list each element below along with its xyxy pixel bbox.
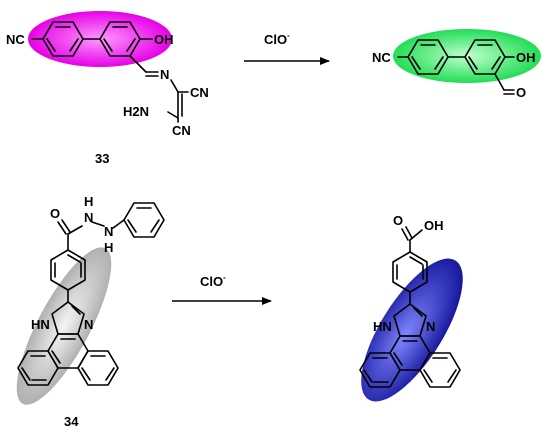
product-n-label: N <box>426 319 435 334</box>
imidazole-n-label: N <box>84 317 93 332</box>
imine-n-label: N <box>160 67 169 82</box>
compound-33: NC OH N CN H2N CN 33 <box>6 11 209 166</box>
cn-label-2: CN <box>172 123 191 138</box>
reaction-arrow-2: ClO- <box>172 273 272 305</box>
hydrazide-h1-label: H <box>84 194 93 209</box>
product-hn-label: HN <box>373 319 392 334</box>
acid-oh-label: OH <box>424 218 444 233</box>
h2n-label: H2N <box>123 104 149 119</box>
compound-label-34: 34 <box>64 414 79 429</box>
aldehyde-o-label: O <box>516 85 526 100</box>
phenyl-ring <box>123 202 165 238</box>
hydrazide-n2-label: N <box>104 224 113 239</box>
product-2: O OH HN N <box>359 213 463 402</box>
reagent-label-2: ClO- <box>200 273 226 289</box>
product-1: NC OH O <box>372 29 541 100</box>
hydrazide-h2-label: H <box>104 240 113 255</box>
green-highlight <box>393 29 541 83</box>
product-oh-label: OH <box>516 50 536 65</box>
compound-34: O N H N H HN N <box>16 194 165 429</box>
nc-label: NC <box>6 32 25 47</box>
oh-label: OH <box>154 32 174 47</box>
hydrazide-n1-label: N <box>84 210 93 225</box>
gray-highlight <box>16 247 112 405</box>
product-nc-label: NC <box>372 50 391 65</box>
acid-o-label: O <box>393 213 403 228</box>
cn-label-1: CN <box>190 85 209 100</box>
blue-highlight <box>361 258 463 402</box>
reagent-label-1: ClO- <box>264 31 290 47</box>
carbonyl-o-label: O <box>50 206 60 221</box>
imidazole-hn-label: HN <box>31 317 50 332</box>
compound-label-33: 33 <box>95 151 109 166</box>
reaction-arrow-1: ClO- <box>244 31 330 65</box>
